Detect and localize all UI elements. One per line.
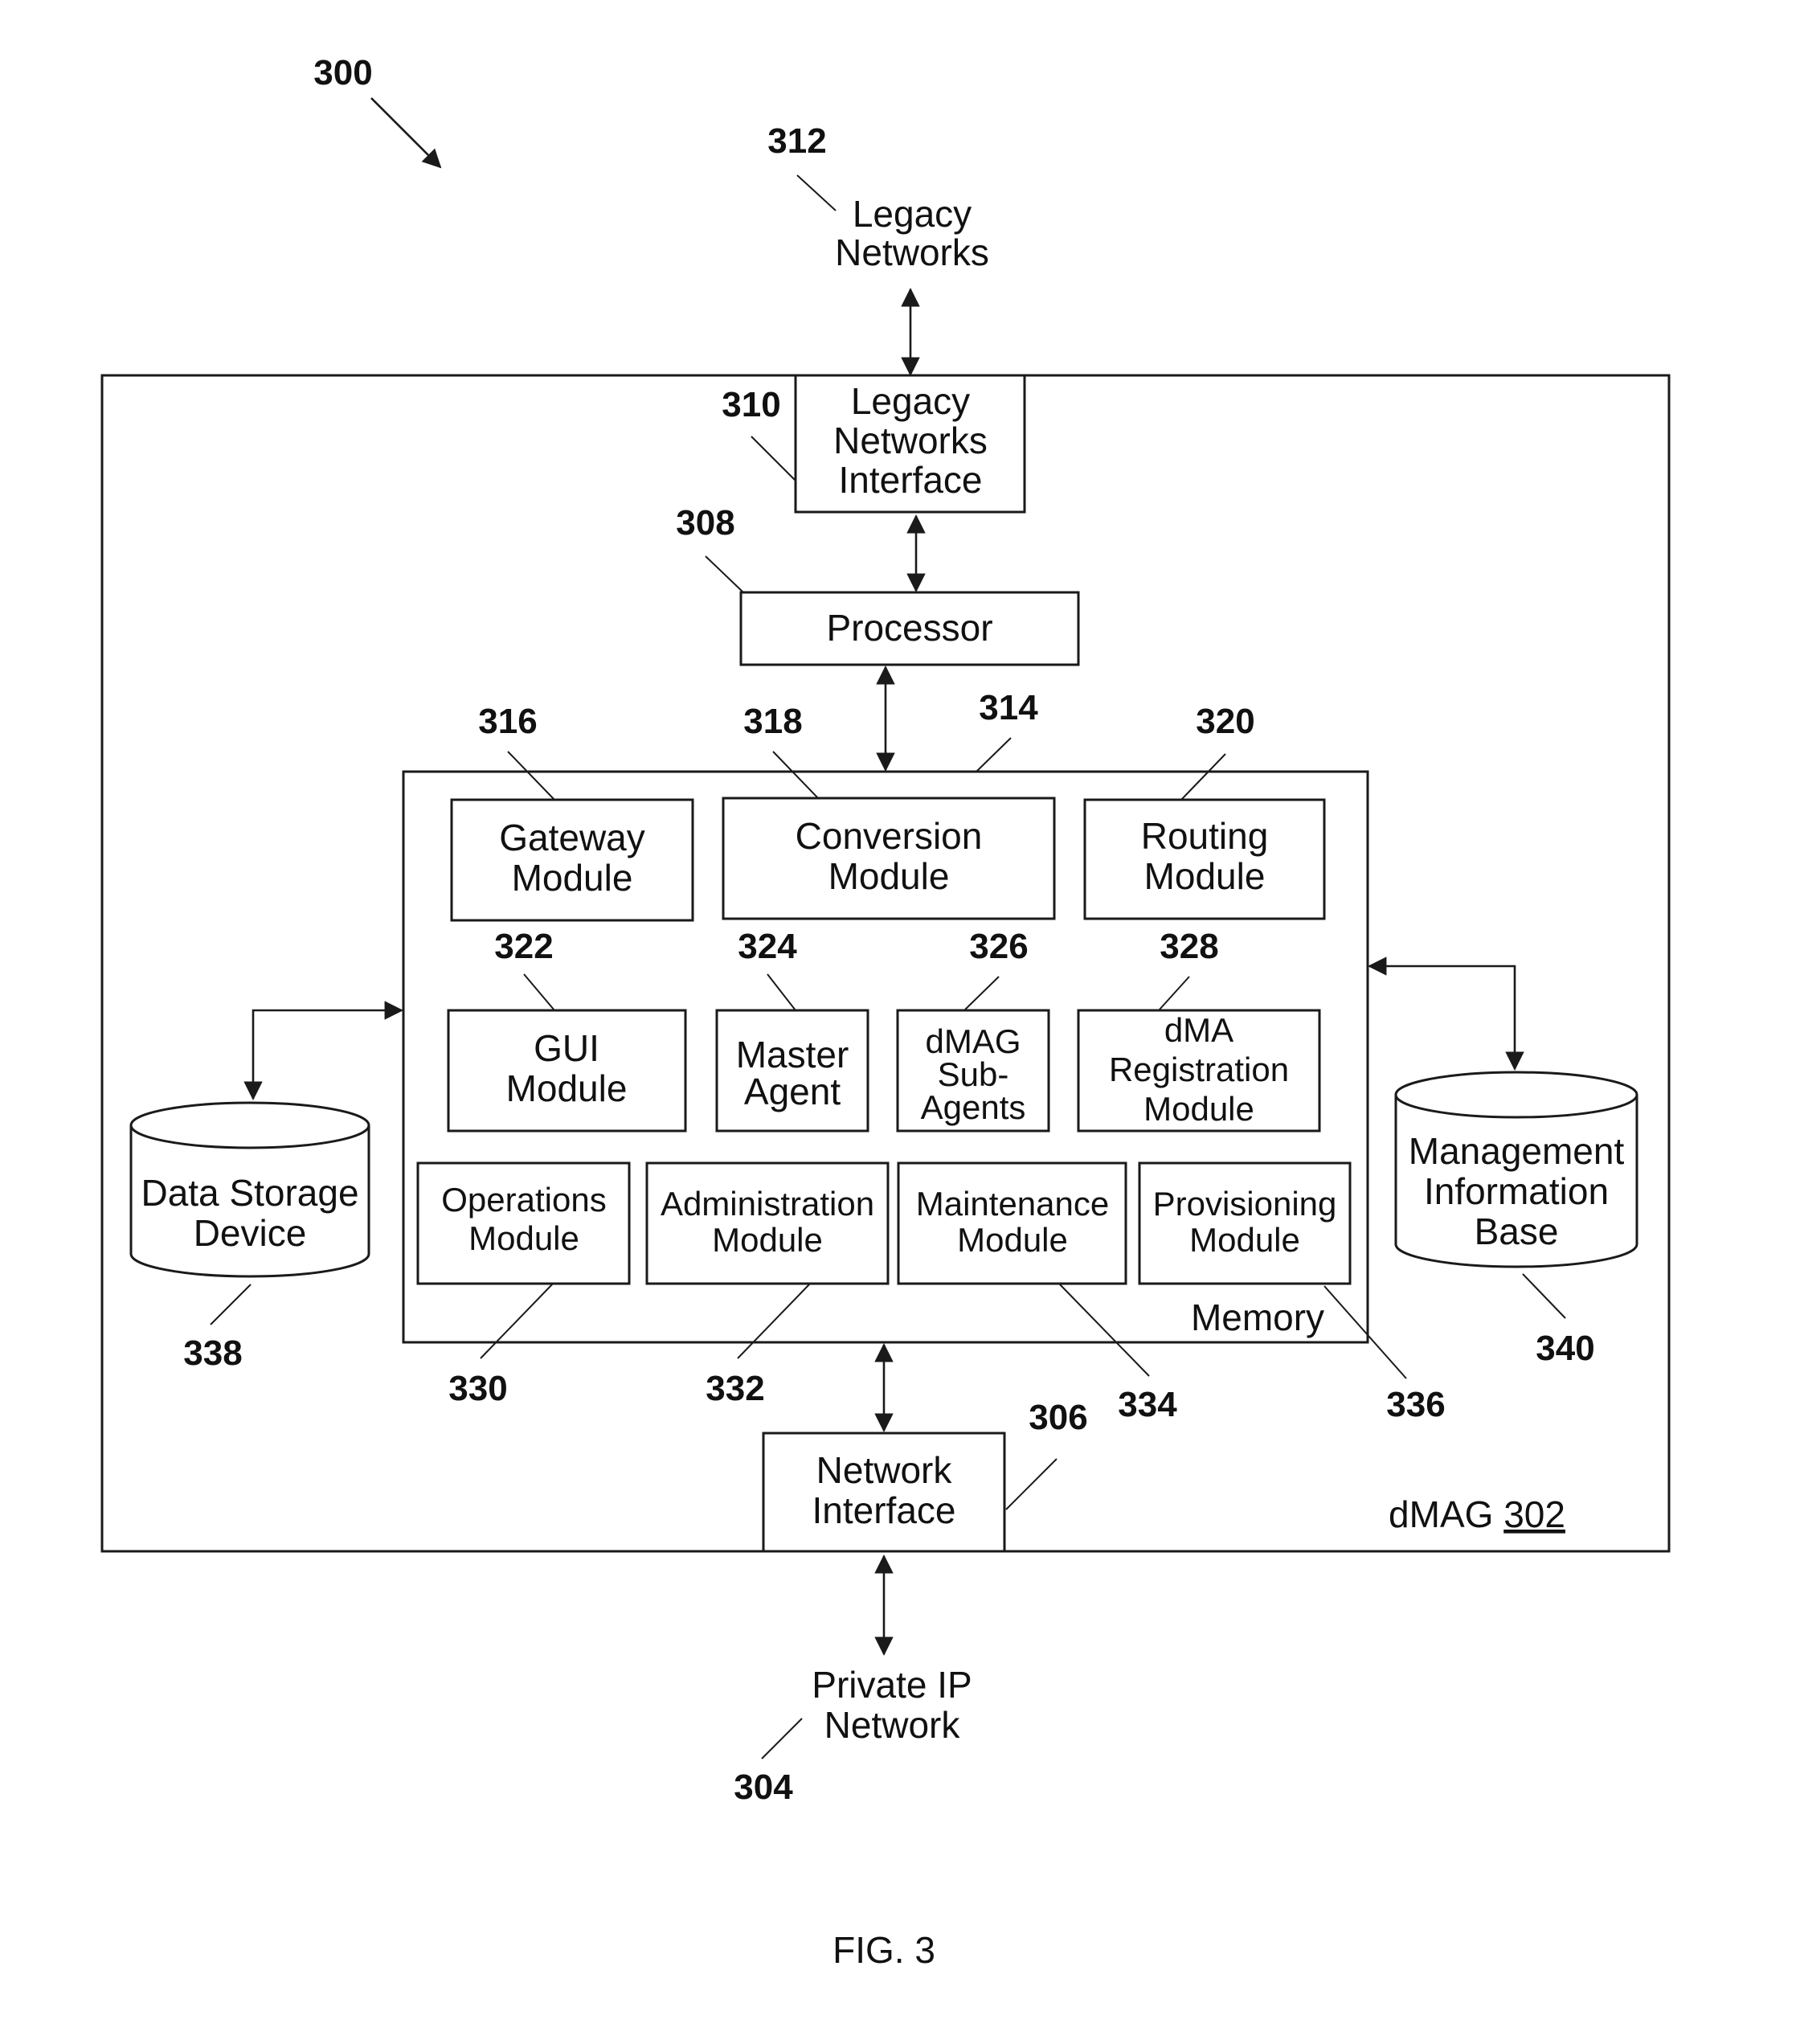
maintenance-module-leader xyxy=(1059,1284,1149,1376)
network-interface-line-1: Network xyxy=(816,1449,953,1491)
maintenance-module-ref: 334 xyxy=(1118,1385,1177,1424)
administration-module-ref: 332 xyxy=(706,1369,764,1408)
gateway-module-ref: 316 xyxy=(478,702,537,741)
dmag-sub-agents-ref: 326 xyxy=(969,927,1028,966)
operations-module-line-2: Module xyxy=(468,1219,579,1257)
figure-ref-arrow xyxy=(371,98,440,167)
gui-module-ref: 322 xyxy=(494,927,553,966)
routing-module-ref: 320 xyxy=(1196,702,1254,741)
legacy-networks-ref: 312 xyxy=(767,121,826,161)
memory-ref: 314 xyxy=(979,688,1038,727)
legacy-networks-line-2: Networks xyxy=(835,231,989,273)
gui-module-line-1: GUI xyxy=(534,1027,599,1069)
private-ip-network-ref: 304 xyxy=(734,1768,793,1807)
dmag-outer-box xyxy=(102,375,1669,1551)
conversion-module-line-1: Conversion xyxy=(796,815,983,857)
mib-leader xyxy=(1523,1274,1565,1318)
figure-caption: FIG. 3 xyxy=(832,1929,935,1971)
dmag-label: dMAG 302 xyxy=(1389,1493,1565,1535)
network-interface-leader xyxy=(1006,1459,1057,1509)
data-storage-device-ref: 338 xyxy=(183,1333,242,1373)
mib-line-2: Information xyxy=(1424,1170,1609,1212)
legacy-networks-interface-line-1: Legacy xyxy=(851,380,970,422)
dma-registration-leader xyxy=(1159,977,1189,1010)
dma-registration-line-1: dMA xyxy=(1164,1011,1233,1049)
gateway-module-line-2: Module xyxy=(512,857,633,899)
legacy-networks-interface-line-2: Networks xyxy=(833,420,988,461)
network-interface-line-2: Interface xyxy=(812,1489,956,1531)
legacy-networks-leader xyxy=(797,175,836,211)
processor-label: Processor xyxy=(826,607,992,649)
legacy-networks-interface-line-3: Interface xyxy=(839,459,983,501)
memory-label: Memory xyxy=(1191,1296,1324,1338)
processor-leader xyxy=(706,556,743,592)
memory-section-ref: 336 xyxy=(1386,1385,1445,1424)
gateway-module-line-1: Gateway xyxy=(499,817,645,858)
memory-leader xyxy=(976,738,1011,772)
master-agent-line-2: Agent xyxy=(744,1071,841,1112)
conversion-module-leader xyxy=(773,752,818,798)
routing-module-line-2: Module xyxy=(1144,855,1266,897)
legacy-networks-interface-ref: 310 xyxy=(722,385,780,424)
memory-mib-link xyxy=(1369,966,1515,1069)
routing-module-leader xyxy=(1181,754,1225,800)
operations-module-line-1: Operations xyxy=(441,1181,606,1219)
administration-module-line-2: Module xyxy=(712,1221,823,1259)
conversion-module-ref: 318 xyxy=(743,702,802,741)
conversion-module-line-2: Module xyxy=(828,855,950,897)
legacy-networks-line-1: Legacy xyxy=(853,193,972,235)
operations-module-ref: 330 xyxy=(448,1369,507,1408)
master-agent-leader xyxy=(767,974,796,1010)
private-ip-network-leader xyxy=(762,1718,802,1759)
operations-module-leader xyxy=(481,1284,553,1358)
gateway-module-leader xyxy=(508,752,554,800)
dmag-sub-agents-leader xyxy=(964,977,999,1010)
mib-line-1: Management xyxy=(1409,1130,1625,1172)
mib-ref: 340 xyxy=(1536,1329,1594,1368)
mib-line-3: Base xyxy=(1475,1210,1559,1252)
master-agent-line-1: Master xyxy=(736,1034,849,1075)
data-storage-device-line-2: Device xyxy=(194,1212,307,1254)
data-storage-device-leader xyxy=(211,1284,251,1325)
provisioning-module-line-2: Module xyxy=(1189,1221,1300,1259)
dma-registration-line-2: Registration xyxy=(1109,1051,1289,1088)
gui-module-leader xyxy=(524,974,554,1010)
figure-ref: 300 xyxy=(313,53,372,92)
administration-module-line-1: Administration xyxy=(661,1185,874,1223)
network-interface-ref: 306 xyxy=(1029,1398,1087,1437)
dmag-sub-agents-line-3: Agents xyxy=(921,1088,1026,1126)
routing-module-line-1: Routing xyxy=(1141,815,1269,857)
provisioning-module-line-1: Provisioning xyxy=(1153,1185,1337,1223)
private-ip-network-line-2: Network xyxy=(824,1704,961,1746)
maintenance-module-line-1: Maintenance xyxy=(916,1185,1110,1223)
private-ip-network-line-1: Private IP xyxy=(812,1664,972,1706)
legacy-networks-interface-leader xyxy=(751,436,796,481)
master-agent-ref: 324 xyxy=(738,927,797,966)
data-storage-device-line-1: Data Storage xyxy=(141,1172,358,1214)
processor-ref: 308 xyxy=(676,503,734,543)
dmag-sub-agents-line-1: dMAG xyxy=(925,1022,1021,1060)
storage-memory-link xyxy=(253,1010,402,1099)
gui-module-line-2: Module xyxy=(506,1067,628,1109)
dma-registration-line-3: Module xyxy=(1143,1090,1254,1128)
memory-section-leader xyxy=(1324,1286,1406,1378)
maintenance-module-line-2: Module xyxy=(957,1221,1068,1259)
administration-module-leader xyxy=(738,1284,810,1358)
dma-registration-ref: 328 xyxy=(1160,927,1218,966)
dmag-sub-agents-line-2: Sub- xyxy=(938,1055,1009,1093)
